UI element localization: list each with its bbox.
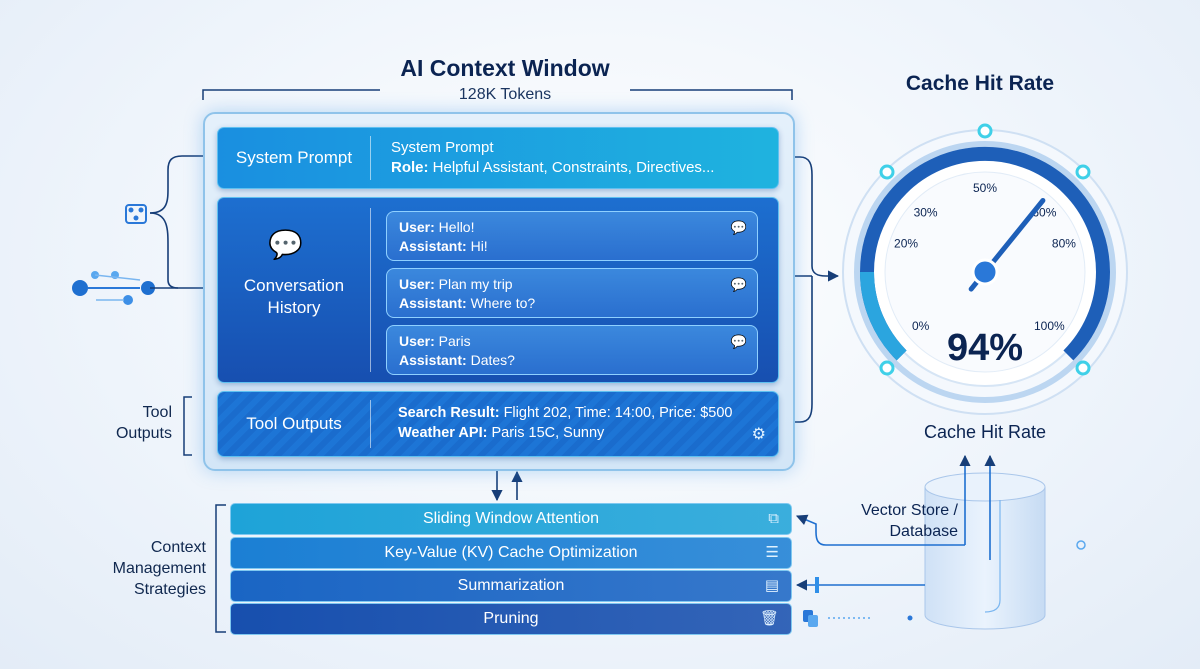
chat-icon: 💬	[730, 334, 747, 349]
gauge-tick-label: 0%	[912, 319, 930, 333]
chat-bubbles-icon: 💬	[268, 229, 303, 260]
gauge-nodes	[879, 123, 1091, 376]
system-prompt-section: System Prompt System Prompt Role: Helpfu…	[217, 127, 779, 189]
document-icon: ▤	[764, 577, 779, 594]
divider	[370, 136, 371, 180]
gauge-tick-label: 80%	[1052, 236, 1076, 250]
gear-plug-icon: ⚙	[751, 426, 766, 443]
role-key: Role:	[391, 159, 429, 176]
strategy-sliding-window: Sliding Window Attention⧉	[230, 503, 792, 535]
tool-outputs-section: Tool Outputs Search Result: Flight 202, …	[217, 391, 779, 457]
message-bubble: User: Plan my trip Assistant: Where to? …	[386, 268, 758, 318]
divider	[370, 400, 371, 448]
input-nodes-icon	[72, 204, 155, 305]
gauge-tick-label: 30%	[914, 206, 938, 220]
search-result-line: Search Result: Flight 202, Time: 14:00, …	[398, 405, 733, 421]
chat-icon: 💬	[730, 277, 747, 292]
message-bubble: User: Paris Assistant: Dates? 💬	[386, 325, 758, 375]
chat-icon: 💬	[730, 220, 747, 235]
system-prompt-heading: System Prompt	[391, 139, 494, 156]
system-prompt-label: System Prompt	[235, 148, 353, 167]
message-bubble: User: Hello! Assistant: Hi! 💬	[386, 211, 758, 261]
gauge-hub	[971, 258, 999, 286]
gauge-tick-label: 20%	[894, 236, 918, 250]
strategy-summarization: Summarization▤	[230, 570, 792, 602]
windows-icon: ⧉	[768, 510, 779, 527]
strategy-pruning: Pruning🗑	[230, 603, 792, 635]
strategy-kv-cache: Key-Value (KV) Cache Optimization☰	[230, 537, 792, 569]
cache-gauge: 0%20%30%50%60%80%100%	[842, 129, 1128, 415]
tool-outputs-label: Tool Outputs	[246, 414, 342, 433]
weather-api-line: Weather API: Paris 15C, Sunny	[398, 425, 605, 441]
token-count: 128K Tokens	[458, 86, 552, 103]
gauge-value: 94%	[947, 327, 1023, 369]
conversation-label-line1: Conversation	[243, 276, 345, 295]
system-prompt-role: Role: Helpful Assistant, Constraints, Di…	[391, 159, 714, 176]
trash-icon: 🗑	[759, 610, 779, 627]
gauge-title: Cache Hit Rate	[905, 72, 1055, 95]
gauge-tick-label: 50%	[973, 181, 997, 195]
database-cylinder-icon	[924, 472, 1046, 630]
database-icon: ☰	[765, 544, 779, 561]
diagram-title: AI Context Window	[400, 55, 610, 81]
gauge-tick-label: 100%	[1034, 319, 1065, 333]
role-value: Helpful Assistant, Constraints, Directiv…	[428, 159, 715, 176]
conversation-label-line2: History	[267, 298, 321, 317]
copy-small-icon	[803, 610, 818, 627]
divider	[370, 208, 371, 372]
vector-store-label: Vector Store /Database	[861, 502, 958, 540]
gauge-caption: Cache Hit Rate	[923, 422, 1047, 442]
